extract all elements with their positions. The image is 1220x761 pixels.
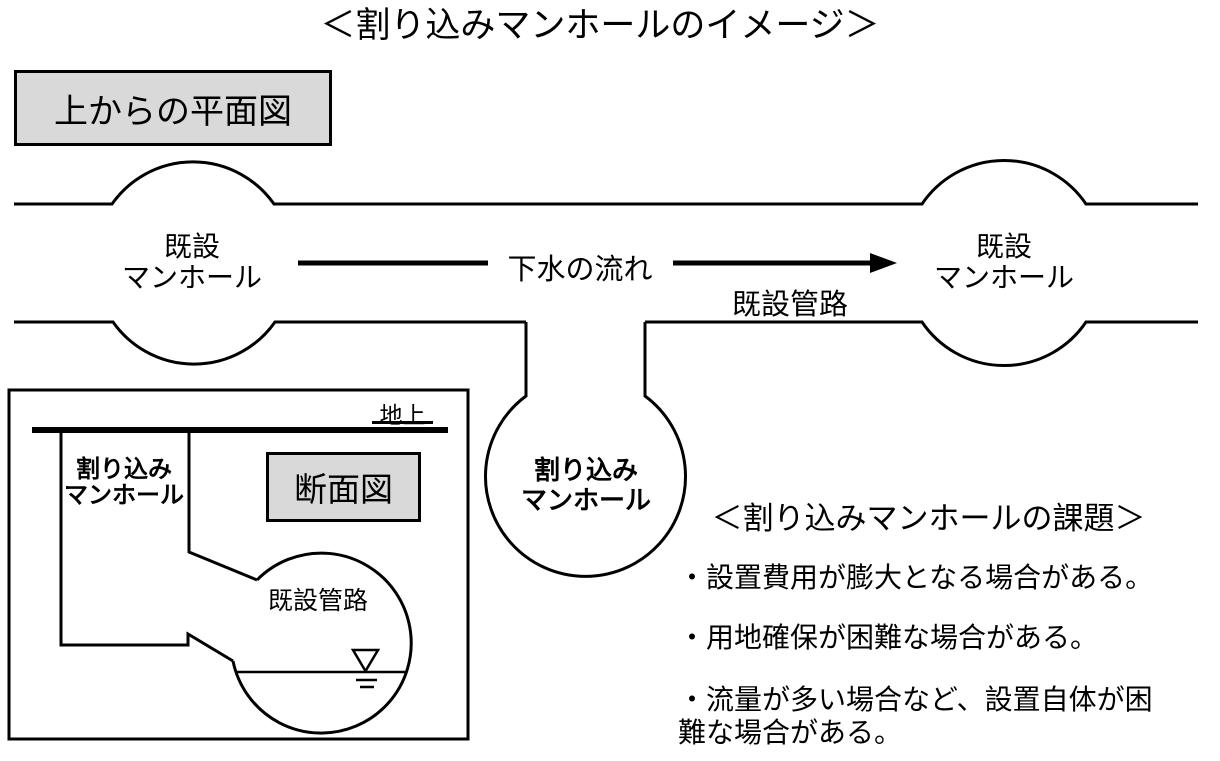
existing-pipe-label-section: 既設管路 [267, 587, 368, 615]
flow-arrowhead [870, 253, 897, 273]
cutin-manhole-label: 割り込み マンホール [520, 455, 651, 515]
issue-item-3: ・流量が多い場合など、設置自体が困難な場合がある。 [678, 684, 1153, 748]
water-level-triangle-icon [350, 648, 381, 674]
ground-label: 地上 [372, 396, 433, 428]
page-title: ＜割り込みマンホールのイメージ＞ [320, 6, 880, 45]
right-existing-manhole-label: 既設 マンホール [933, 231, 1074, 293]
cross-section-frame [7, 388, 470, 741]
plan-top-pipe-line [14, 158, 1198, 206]
issues-heading: ＜割り込みマンホールの課題＞ [711, 501, 1146, 536]
plan-view-label-box: 上からの平面図 [14, 70, 332, 146]
sewage-flow-label: 下水の流れ [507, 254, 653, 286]
issue-item-2: ・用地確保が困難な場合がある。 [678, 622, 1099, 653]
cross-section-shaft-label: 割り込み マンホール [64, 456, 184, 509]
cross-section-title: 断面図 [294, 471, 393, 508]
existing-pipe-label-plan: 既設管路 [731, 289, 848, 321]
issue-item-1: ・設置費用が膨大となる場合がある。 [678, 562, 1154, 593]
plan-bottom-pipe-line-left [14, 320, 526, 366]
plan-view-label: 上からの平面図 [54, 92, 292, 131]
existing-pipe-circle [231, 551, 413, 735]
shaft-left-wall-and-floor [59, 430, 234, 663]
left-existing-manhole-label: 既設 マンホール [121, 231, 262, 293]
cross-section-title-box: 断面図 [266, 452, 421, 522]
plan-bottom-pipe-line-right [645, 320, 1198, 368]
shaft-right-wall [187, 430, 258, 582]
cutin-manhole-circle [484, 322, 687, 578]
